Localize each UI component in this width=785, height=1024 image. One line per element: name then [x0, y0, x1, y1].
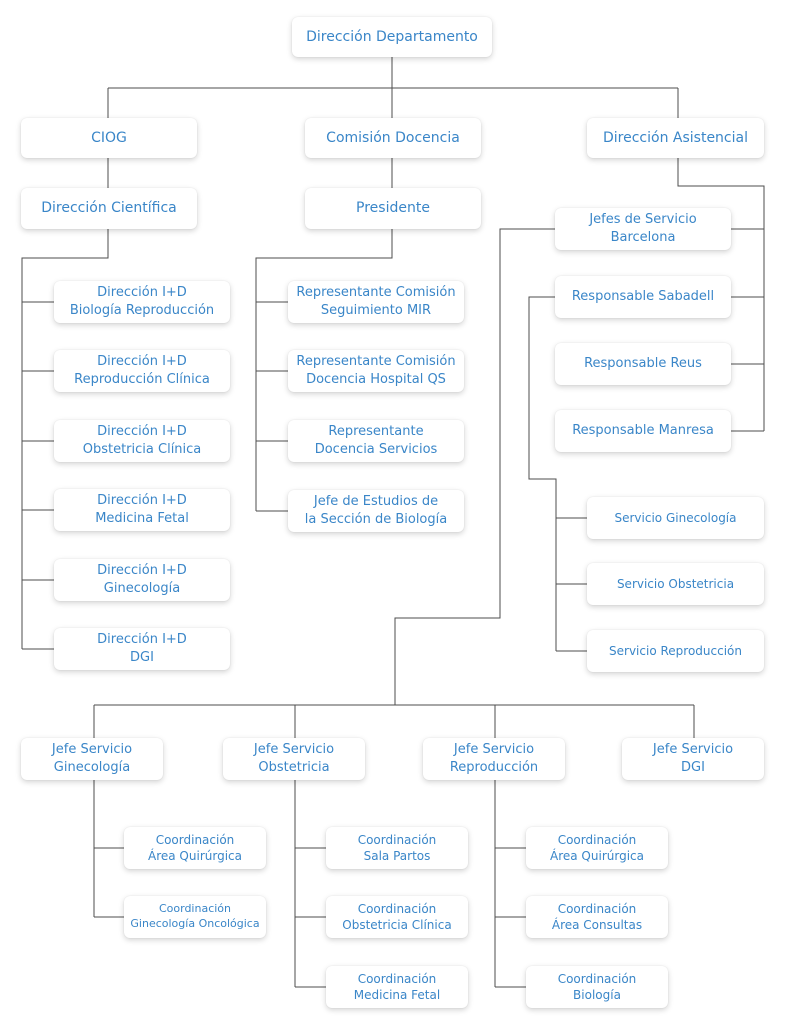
node-rep-docencia-hospital: Representante Comisión Docencia Hospital… — [288, 350, 464, 392]
node-id-reproduccion-clinica: Dirección I+D Reproducción Clínica — [54, 350, 230, 392]
node-coord-sala-partos: Coordinación Sala Partos — [326, 827, 468, 869]
node-comision-docencia: Comisión Docencia — [305, 118, 481, 158]
node-jefe-estudios-biologia: Jefe de Estudios de la Sección de Biolog… — [288, 490, 464, 532]
node-servicio-ginecologia: Servicio Ginecología — [587, 497, 764, 539]
node-id-medicina-fetal: Dirección I+D Medicina Fetal — [54, 489, 230, 531]
node-coord-obstetricia-clinica: Coordinación Obstetricia Clínica — [326, 896, 468, 938]
node-direccion-cientifica: Dirección Científica — [21, 188, 197, 229]
node-direccion-asistencial: Dirección Asistencial — [587, 118, 764, 158]
node-coord-gine-area-quirurgica: Coordinación Área Quirúrgica — [124, 827, 266, 869]
node-id-dgi: Dirección I+D DGI — [54, 628, 230, 670]
node-coord-gine-oncologica: Coordinación Ginecología Oncológica — [124, 896, 266, 938]
node-coord-repro-area-quirurgica: Coordinación Área Quirúrgica — [526, 827, 668, 869]
node-presidente: Presidente — [305, 188, 481, 229]
node-coord-medicina-fetal: Coordinación Medicina Fetal — [326, 966, 468, 1008]
node-responsable-sabadell: Responsable Sabadell — [555, 276, 731, 318]
node-servicio-obstetricia: Servicio Obstetricia — [587, 563, 764, 605]
node-responsable-reus: Responsable Reus — [555, 343, 731, 385]
node-id-ginecologia: Dirección I+D Ginecología — [54, 559, 230, 601]
node-ciog: CIOG — [21, 118, 197, 158]
node-jefes-servicio-barcelona: Jefes de Servicio Barcelona — [555, 208, 731, 250]
node-jefe-servicio-reproduccion: Jefe Servicio Reproducción — [423, 738, 565, 780]
node-servicio-reproduccion: Servicio Reproducción — [587, 630, 764, 672]
node-responsable-manresa: Responsable Manresa — [555, 410, 731, 452]
node-jefe-servicio-obstetricia: Jefe Servicio Obstetricia — [223, 738, 365, 780]
node-rep-docencia-servicios: Representante Docencia Servicios — [288, 420, 464, 462]
node-coord-repro-area-consultas: Coordinación Área Consultas — [526, 896, 668, 938]
node-id-obstetricia-clinica: Dirección I+D Obstetricia Clínica — [54, 420, 230, 462]
node-id-biologia-reproduccion: Dirección I+D Biología Reproducción — [54, 281, 230, 323]
node-direccion-departamento: Dirección Departamento — [292, 17, 492, 57]
node-rep-seguimiento-mir: Representante Comisión Seguimiento MIR — [288, 281, 464, 323]
node-coord-repro-biologia: Coordinación Biología — [526, 966, 668, 1008]
node-jefe-servicio-ginecologia: Jefe Servicio Ginecología — [21, 738, 163, 780]
node-jefe-servicio-dgi: Jefe Servicio DGI — [622, 738, 764, 780]
